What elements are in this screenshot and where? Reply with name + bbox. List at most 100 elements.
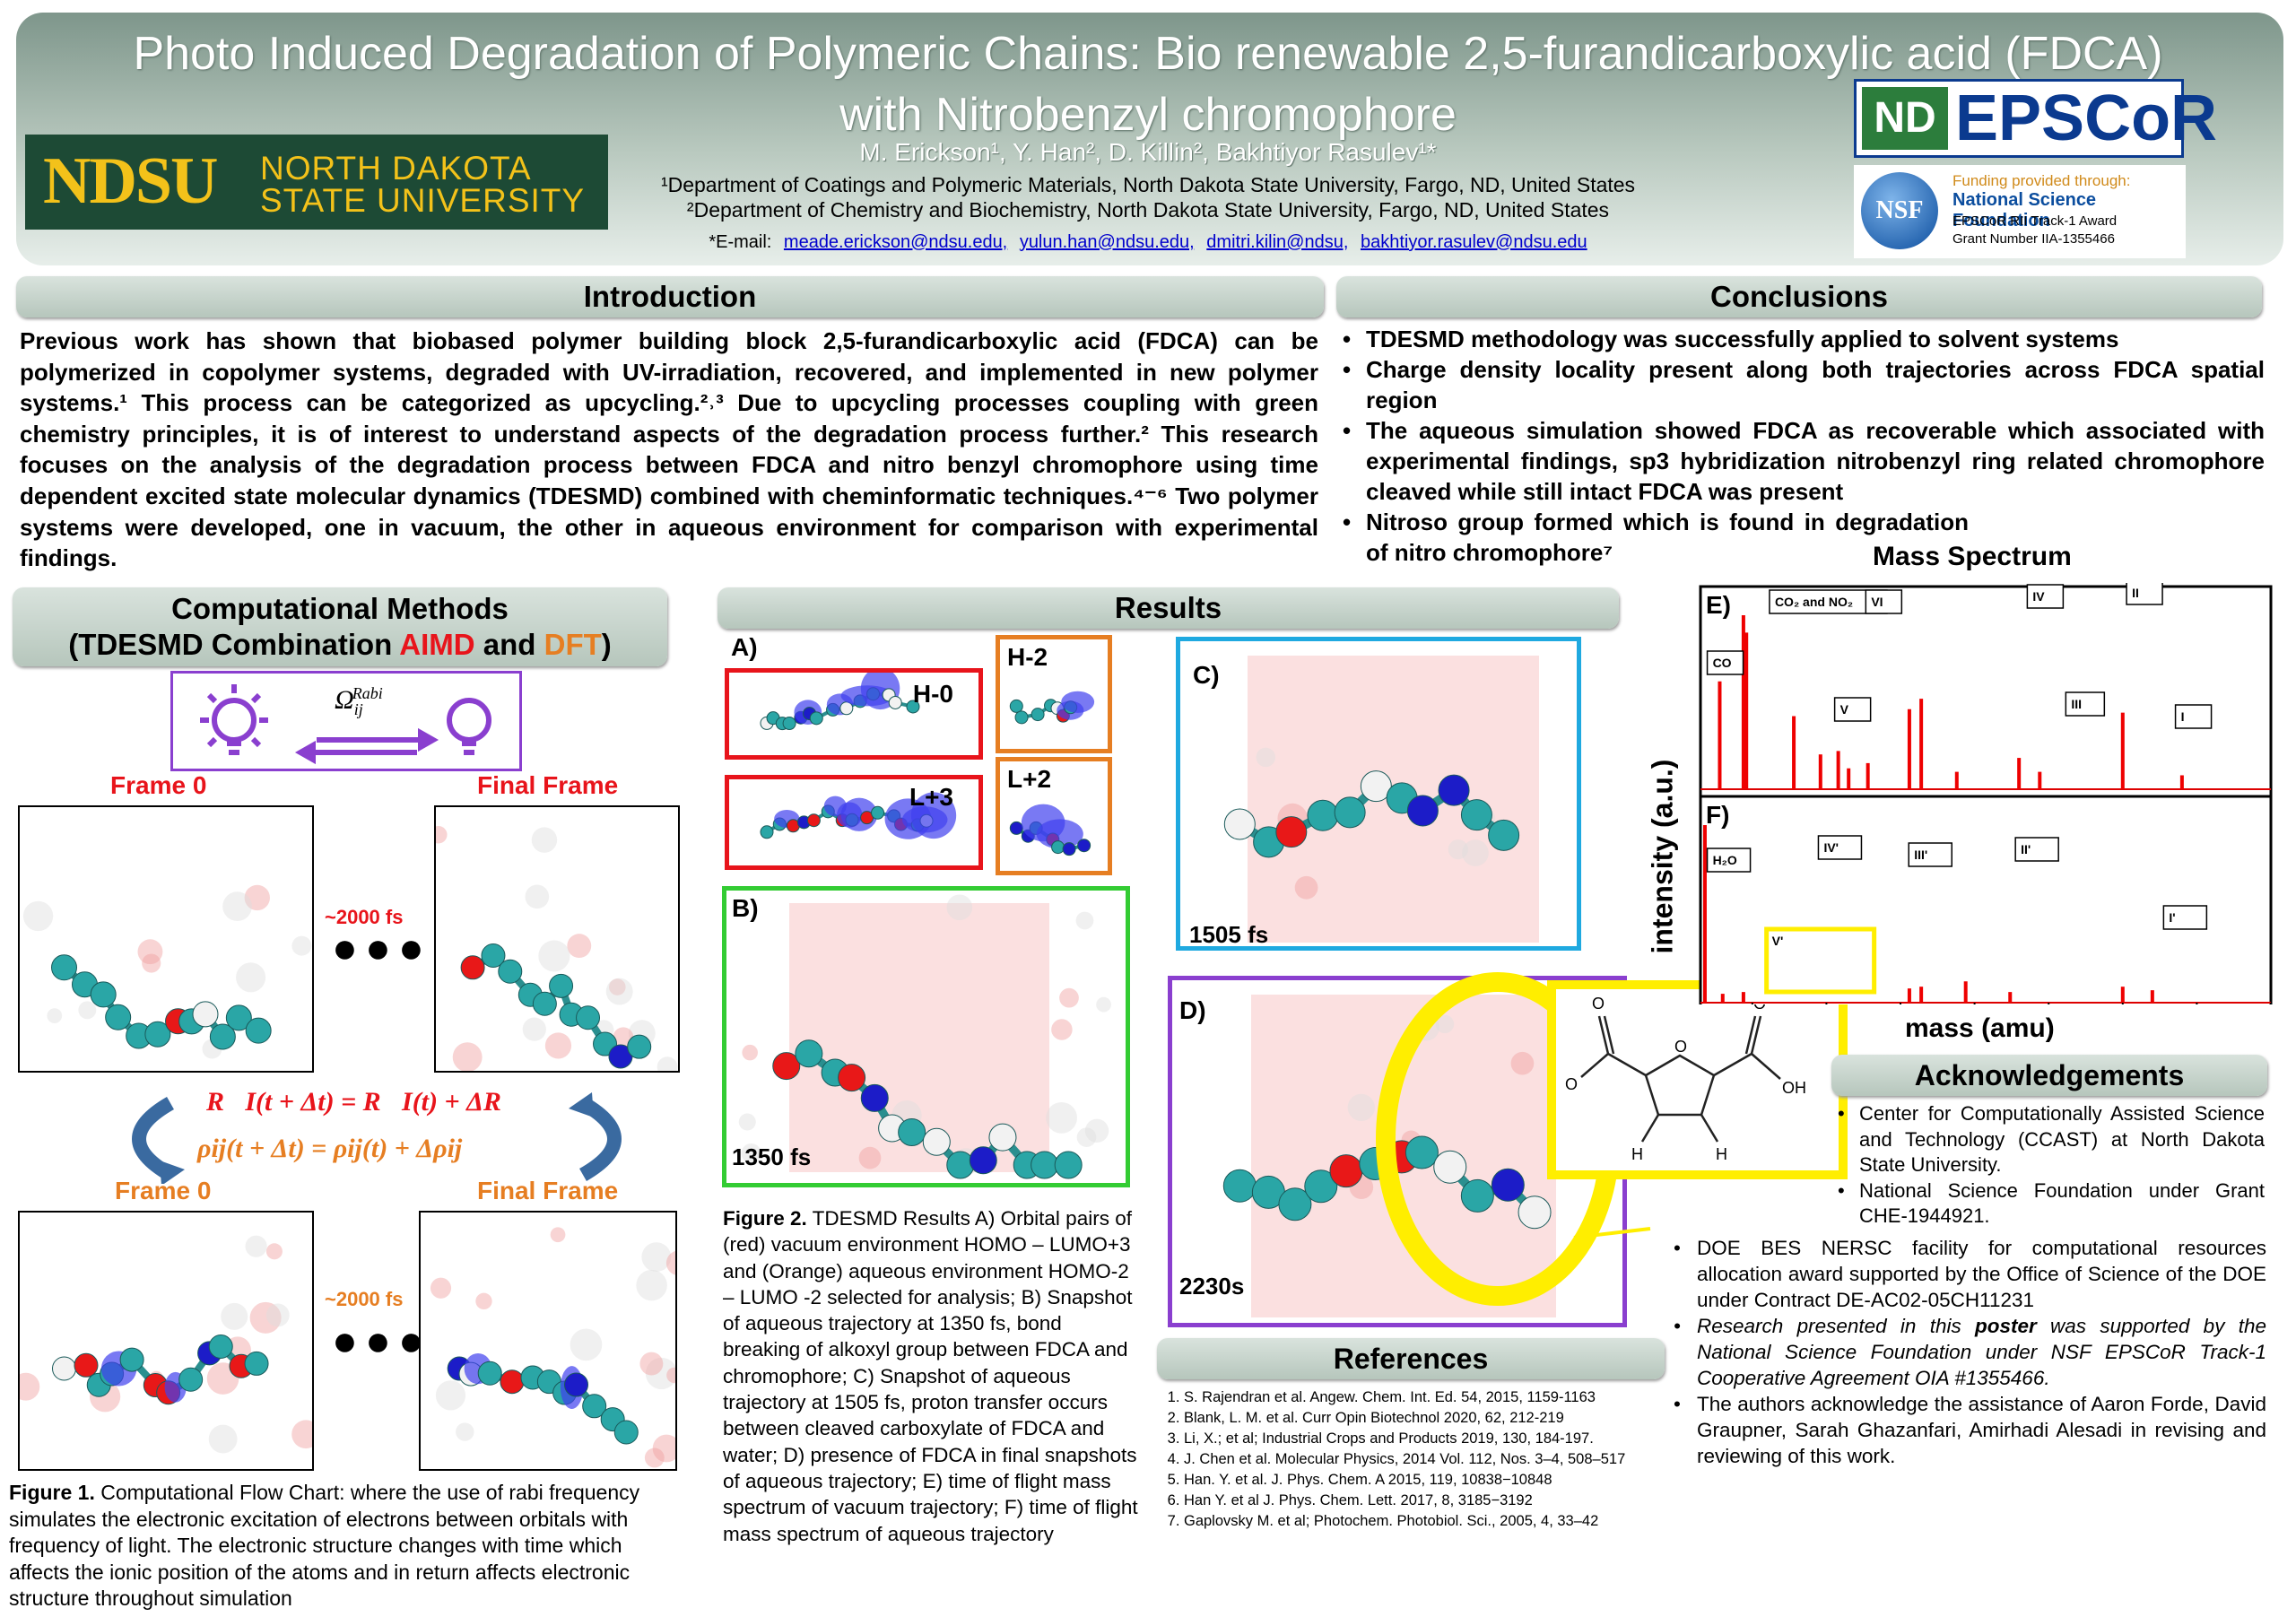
- conclusion-item: TDESMD methodology was successfully appl…: [1341, 324, 2265, 354]
- water-molecule: [1347, 1093, 1375, 1122]
- mass-spectrum-title: Mass Spectrum: [1873, 542, 2072, 571]
- water-molecule: [430, 1277, 452, 1299]
- nsf-funding-logo: NSF Funding provided through: National S…: [1854, 165, 2186, 258]
- ndsu-wordmark: NDSU: [43, 144, 218, 218]
- orbital-density: [1036, 819, 1083, 849]
- fragment-label: III': [1914, 848, 1927, 862]
- h0-label: H-0: [912, 680, 953, 708]
- h2-label: H-2: [1007, 643, 1048, 671]
- l3-label: L+3: [909, 783, 953, 811]
- introduction-heading: Introduction: [16, 276, 1324, 317]
- atom: [988, 1123, 1017, 1152]
- fragment-label: IV: [2032, 589, 2045, 604]
- ack-italic-bold: poster: [1975, 1315, 2037, 1337]
- email-link-erickson[interactable]: meade.erickson@ndsu.edu,: [783, 232, 1008, 252]
- ndsu-line-1: NORTH DAKOTA: [260, 150, 532, 187]
- reference-item: Li, X.; et al; Industrial Crops and Prod…: [1184, 1429, 1668, 1448]
- water-molecule: [142, 953, 161, 973]
- atom: [969, 1146, 997, 1175]
- dft-label: DFT: [544, 628, 602, 661]
- atom: [1275, 816, 1308, 848]
- fragment-label: IV': [1823, 840, 1839, 855]
- nsf-name: National Science Foundation: [1952, 190, 2097, 230]
- atom: [460, 955, 485, 980]
- email-link-han[interactable]: yulun.han@ndsu.edu,: [1019, 232, 1195, 252]
- atom: [782, 717, 796, 731]
- omega-subscript: ij: [353, 700, 363, 718]
- fragment-box: [1865, 589, 1903, 614]
- reference-item: Blank, L. M. et al. Curr Opin Biotechnol…: [1184, 1408, 1668, 1428]
- fragment-box: [2014, 837, 2059, 862]
- nsf-award: EPSCoR RII Track-1 Award: [1952, 213, 2118, 229]
- water-molecule: [291, 935, 312, 956]
- svg-text:OH: OH: [1782, 1079, 1806, 1097]
- panel-d-time: 2230s: [1179, 1273, 1245, 1300]
- md-cycle-diagram: R⃗I(t + Δt) = R⃗I(t) + ΔR⃗ ρij(t + Δt) =…: [108, 1085, 646, 1186]
- atom: [1054, 1151, 1083, 1179]
- fragment-box: [2065, 691, 2106, 717]
- orbital-l3-panel: L+3: [725, 775, 983, 870]
- atom: [178, 1367, 204, 1392]
- atom: [549, 973, 574, 998]
- water-molecule: [1510, 1051, 1535, 1075]
- atom: [1460, 1178, 1494, 1213]
- fragment-label: VI: [1871, 595, 1883, 609]
- atom: [1329, 1154, 1363, 1188]
- atom: [1031, 708, 1045, 722]
- density-update-equation: ρij(t + Δt) = ρij(t) + Δρij: [197, 1134, 463, 1163]
- aqueous-frame0-snapshot: [18, 1211, 314, 1471]
- figure-1-text: Computational Flow Chart: where the use …: [9, 1481, 640, 1610]
- l2-label: L+2: [1007, 765, 1052, 793]
- orbital-l2-panel: L+2: [996, 757, 1112, 875]
- water-molecule: [666, 1367, 675, 1384]
- time-label-vacuum: ~2000 fs: [325, 906, 404, 928]
- water-molecule: [1435, 1014, 1455, 1034]
- atom: [52, 1356, 76, 1381]
- fdca-structure-inset: OOO OOH HH: [1547, 980, 1848, 1179]
- atom: [1062, 842, 1076, 856]
- aimd-label: AIMD: [399, 628, 475, 661]
- conclusion-item: The aqueous simulation showed FDCA as re…: [1341, 415, 2265, 507]
- references-list: S. Rajendran et al. Angew. Chem. Int. Ed…: [1157, 1387, 1668, 1532]
- water-molecule: [665, 1250, 675, 1275]
- atom: [582, 1394, 607, 1419]
- panel-e-frame: [1699, 585, 2273, 798]
- atom: [564, 1372, 589, 1397]
- fragment-box: [1764, 926, 1877, 995]
- email-line: *E-mail: meade.erickson@ndsu.edu, yulun.…: [448, 232, 1848, 253]
- water-molecule: [452, 1042, 483, 1071]
- acknowledgement-item: Center for Computationally Assisted Scie…: [1834, 1101, 2265, 1178]
- time-label-aqueous: ~2000 fs: [325, 1288, 404, 1310]
- atom: [1222, 1169, 1257, 1203]
- ionic-update-equation: R⃗I(t + Δt) = R⃗I(t) + ΔR⃗: [206, 1087, 523, 1117]
- atom: [90, 981, 117, 1008]
- atom: [1077, 839, 1091, 853]
- water-molecule: [741, 1143, 761, 1164]
- water-molecule: [1084, 1118, 1109, 1143]
- atom: [1009, 821, 1023, 835]
- panel-f-label: F): [1706, 801, 1729, 829]
- atom: [1304, 1169, 1338, 1204]
- water-molecule: [538, 940, 570, 972]
- panel-b-time: 1350 fs: [732, 1143, 812, 1170]
- fragment-box: [2026, 584, 2065, 609]
- fragment-box: [1706, 650, 1744, 675]
- atom: [51, 954, 77, 981]
- atom: [245, 1017, 272, 1044]
- water-molecule: [475, 1292, 492, 1310]
- water-molecule: [641, 1242, 672, 1273]
- methods-heading-close: ): [601, 628, 612, 661]
- poster-title: Photo Induced Degradation of Polymeric C…: [36, 23, 2260, 145]
- molecule-render: [20, 1235, 312, 1454]
- water-molecule: [1076, 1127, 1097, 1147]
- water-molecule: [1256, 747, 1276, 768]
- water-molecule: [1046, 1101, 1077, 1134]
- email-link-kilin[interactable]: dmitri.kilin@ndsu,: [1206, 232, 1349, 252]
- email-link-rasulev[interactable]: bakhtiyor.rasulev@ndsu.edu: [1360, 232, 1587, 252]
- water-molecule: [609, 978, 626, 995]
- nsf-globe-icon: NSF: [1861, 172, 1938, 249]
- lightbulb-off-icon: [447, 698, 491, 755]
- atom: [244, 1351, 269, 1376]
